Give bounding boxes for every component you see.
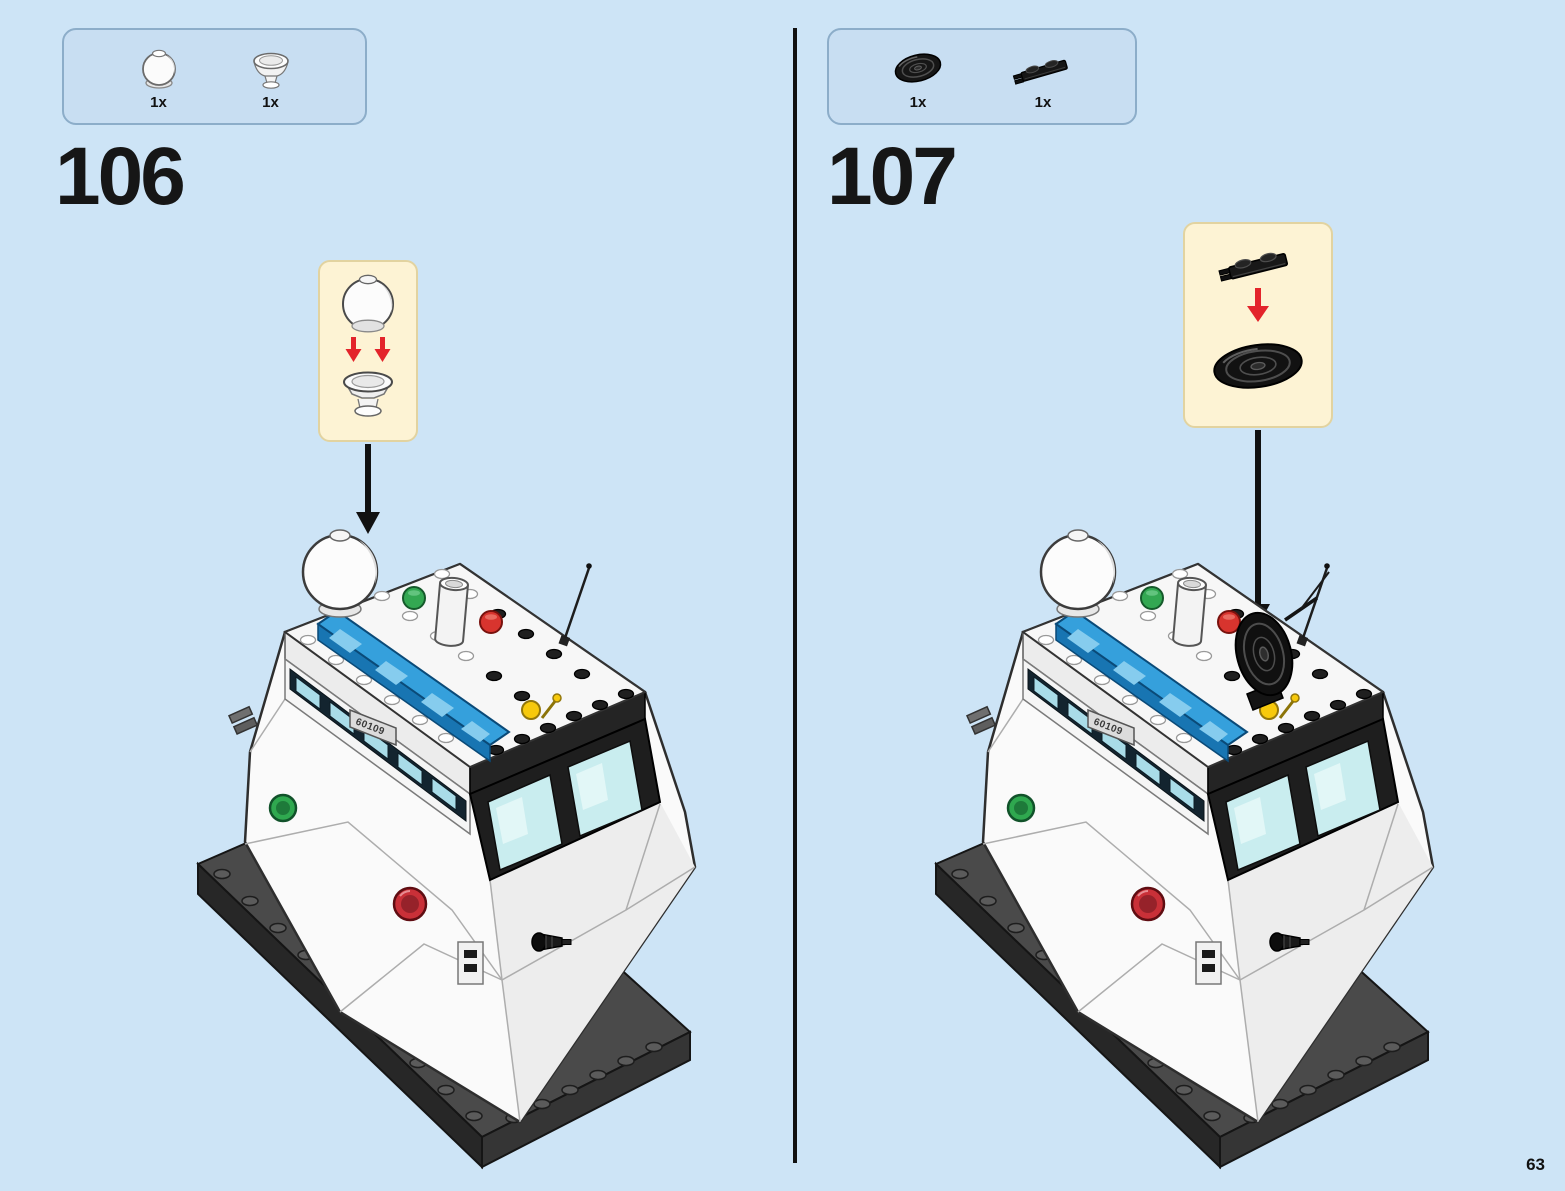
red-arrow	[1247, 288, 1269, 322]
black-radar-dish-icon	[894, 52, 942, 83]
part-item: 1x	[132, 43, 186, 111]
column-divider	[793, 28, 797, 1163]
inset-clip-plate	[1218, 252, 1288, 282]
model-step-107	[928, 512, 1448, 1172]
part-count: 1x	[150, 93, 167, 111]
parts-callout-box-107: 1x 1x	[827, 28, 1137, 125]
parts-callout-box-106: 1x 1x	[62, 28, 367, 125]
step-number-107: 107	[827, 131, 958, 222]
page-number: 63	[1526, 1155, 1545, 1174]
radar-dish	[1234, 571, 1330, 711]
inset-radar-dish	[1213, 343, 1303, 389]
inset-106-art	[342, 274, 394, 417]
part-count: 1x	[1034, 93, 1052, 111]
black-clip-plate-icon	[1012, 59, 1068, 85]
part-item: 1x	[886, 43, 950, 111]
white-dome-2x2-icon	[141, 49, 176, 89]
assembly-inset-106	[318, 260, 418, 442]
part-count: 1x	[909, 93, 927, 111]
assembly-arrow-106	[356, 444, 380, 534]
white-dish-2x2-icon	[252, 52, 289, 89]
part-item: 1x	[1008, 43, 1078, 111]
red-arrow	[345, 337, 391, 362]
inset-dome	[342, 274, 394, 333]
part-count: 1x	[262, 93, 279, 111]
inset-107-art	[1213, 252, 1303, 389]
model-step-106	[190, 512, 710, 1172]
step-number-106: 106	[55, 131, 186, 222]
inset-dish	[343, 371, 393, 417]
assembly-inset-107	[1183, 222, 1333, 428]
part-item: 1x	[244, 43, 298, 111]
